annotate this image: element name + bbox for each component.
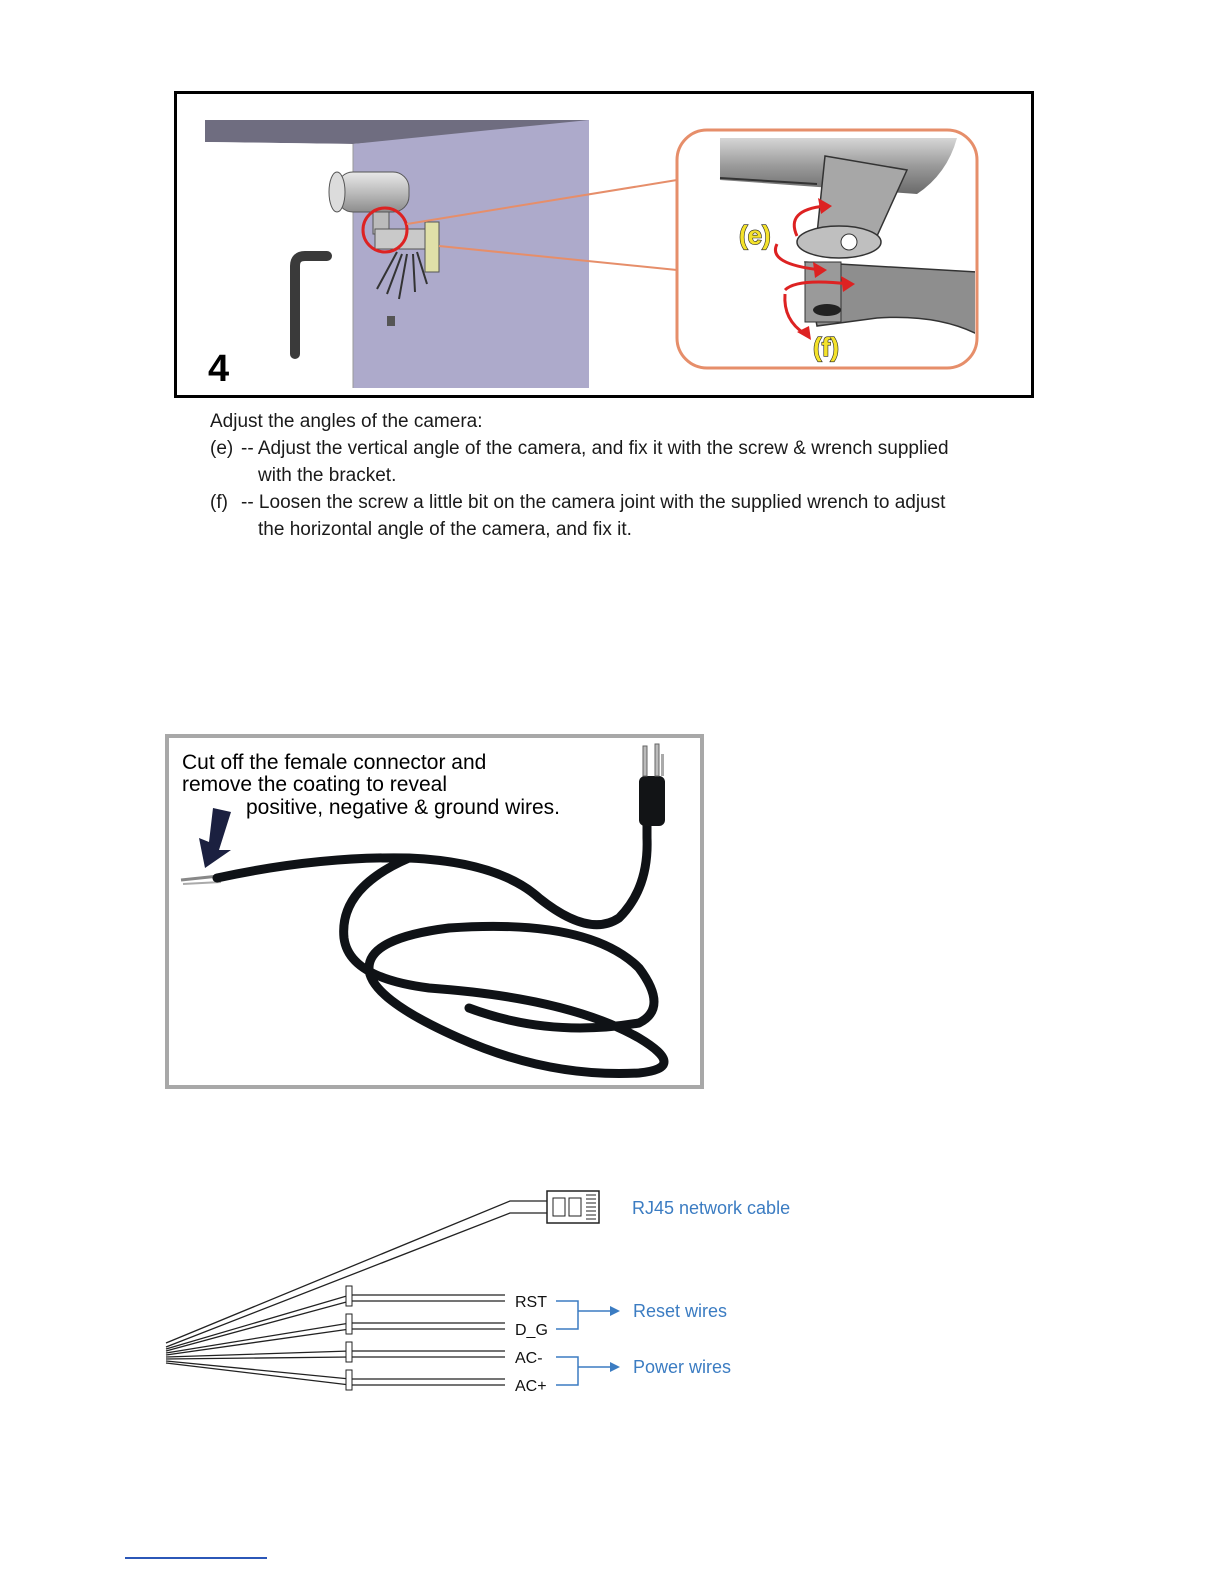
wire-bundle [166,1201,550,1385]
power-wires-label: Power wires [633,1357,731,1377]
footer-link-underline[interactable] [125,1557,267,1559]
wire-label-dg: D_G [515,1322,548,1339]
label-f: (f) [813,332,839,362]
down-arrow-icon [199,808,231,868]
arrow-right-icon [610,1306,620,1316]
wire-label-ac-minus: AC- [515,1350,543,1367]
item-f-line1: -- Loosen the screw a little bit on the … [241,489,945,516]
instructions-heading: Adjust the angles of the camera: [210,408,483,435]
figure-camera-adjustment: (e) (f) 4 [174,91,1034,398]
wire-label-ac-plus: AC+ [515,1378,547,1395]
item-e-line2: with the bracket. [258,462,396,489]
wiring-diagram: RJ45 network cable RST D_G AC- AC+ Reset… [160,1185,860,1410]
rj45-connector-icon [547,1191,599,1223]
plug-icon [639,744,665,826]
reset-wires-label: Reset wires [633,1301,727,1321]
wire-label-rst: RST [515,1294,547,1311]
zoom-detail-panel: (e) (f) [677,130,977,368]
arrow-right-icon [610,1362,620,1372]
camera-adjustment-illustration: (e) (f) [177,94,1031,395]
power-cord-illustration [169,738,700,1085]
item-f-marker: (f) [210,489,228,516]
power-cord [217,818,664,1074]
rj45-label: RJ45 network cable [632,1198,790,1218]
item-e-line1: -- Adjust the vertical angle of the came… [241,435,949,462]
label-e: (e) [739,220,771,250]
item-f-line2: the horizontal angle of the camera, and … [258,516,632,543]
figure-power-cord: Cut off the female connector and remove … [165,734,704,1089]
item-e-marker: (e) [210,435,233,462]
step-number: 4 [208,348,229,391]
